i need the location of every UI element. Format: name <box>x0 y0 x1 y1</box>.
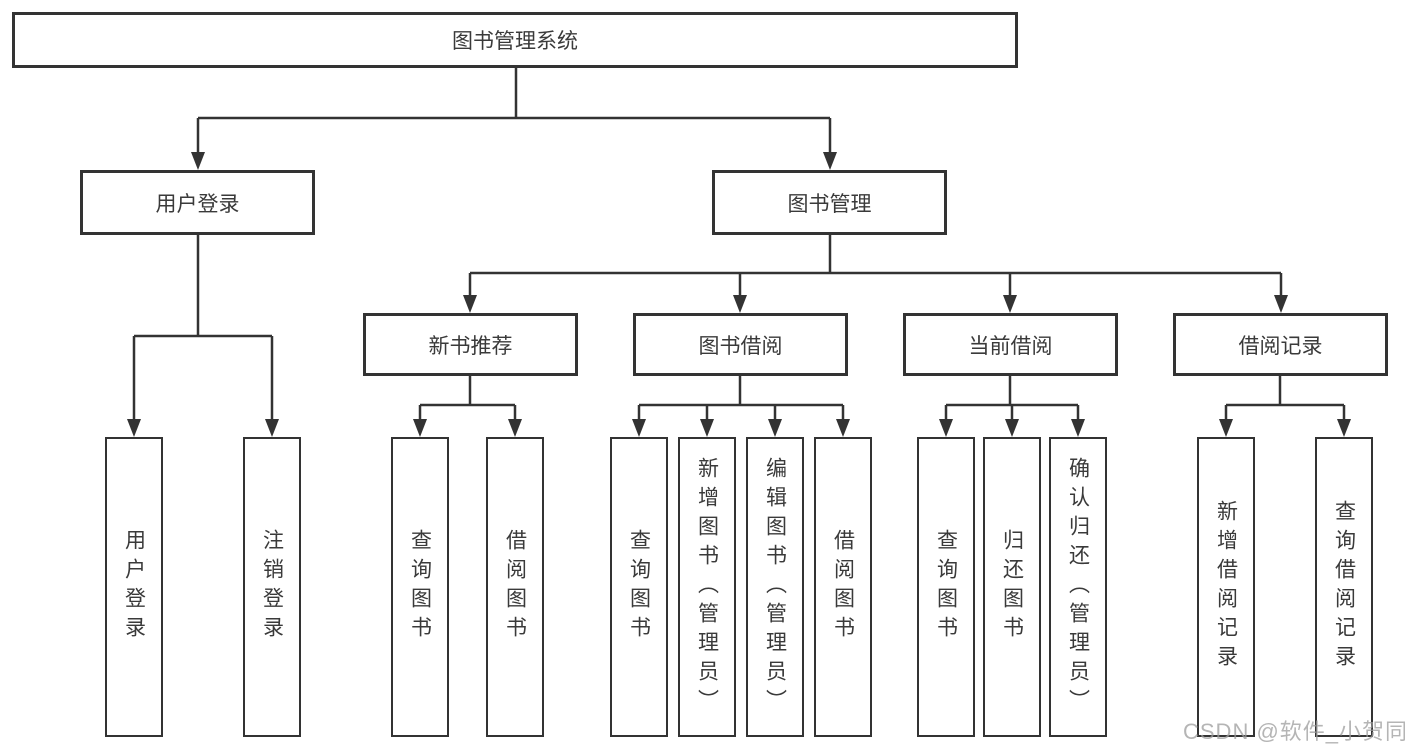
node-root-system: 图书管理系统 <box>12 12 1018 68</box>
leaf-borrow-book-recommend-label: 借阅图书 <box>503 529 527 645</box>
leaf-confirm-return-admin: 确认归还（管理员） <box>1049 437 1107 737</box>
node-borrow-record: 借阅记录 <box>1173 313 1388 376</box>
leaf-query-book-current-label: 查询图书 <box>934 529 958 645</box>
leaf-return-book: 归还图书 <box>983 437 1041 737</box>
node-borrow-record-label: 借阅记录 <box>1238 334 1323 358</box>
leaf-add-book-admin-label: 新增图书（管理员） <box>695 456 719 718</box>
node-user-login-label: 用户登录 <box>155 192 240 216</box>
node-user-login: 用户登录 <box>80 170 315 235</box>
node-book-borrow-label: 图书借阅 <box>698 334 783 358</box>
leaf-query-book-borrow: 查询图书 <box>610 437 668 737</box>
leaf-logout: 注销登录 <box>243 437 301 737</box>
leaf-return-book-label: 归还图书 <box>1000 529 1024 645</box>
leaf-logout-label: 注销登录 <box>260 529 284 645</box>
leaf-query-book-current: 查询图书 <box>917 437 975 737</box>
leaf-add-book-admin: 新增图书（管理员） <box>678 437 736 737</box>
leaf-query-book-recommend-label: 查询图书 <box>408 529 432 645</box>
node-new-book-recommend: 新书推荐 <box>363 313 578 376</box>
leaf-query-book-borrow-label: 查询图书 <box>627 529 651 645</box>
node-book-management: 图书管理 <box>712 170 947 235</box>
node-current-borrow: 当前借阅 <box>903 313 1118 376</box>
leaf-edit-book-admin: 编辑图书（管理员） <box>746 437 804 737</box>
leaf-borrow-book: 借阅图书 <box>814 437 872 737</box>
leaf-borrow-book-recommend: 借阅图书 <box>486 437 544 737</box>
watermark: CSDN @软件_小贺同学 <box>1183 719 1405 744</box>
leaf-add-borrow-record-label: 新增借阅记录 <box>1214 500 1238 674</box>
node-current-borrow-label: 当前借阅 <box>968 334 1053 358</box>
leaf-query-borrow-record: 查询借阅记录 <box>1315 437 1373 737</box>
node-book-borrow: 图书借阅 <box>633 313 848 376</box>
node-new-book-recommend-label: 新书推荐 <box>428 334 513 358</box>
leaf-borrow-book-label: 借阅图书 <box>831 529 855 645</box>
leaf-user-login: 用户登录 <box>105 437 163 737</box>
leaf-add-borrow-record: 新增借阅记录 <box>1197 437 1255 737</box>
leaf-confirm-return-admin-label: 确认归还（管理员） <box>1066 456 1090 718</box>
leaf-query-borrow-record-label: 查询借阅记录 <box>1332 500 1356 674</box>
leaf-edit-book-admin-label: 编辑图书（管理员） <box>763 456 787 718</box>
node-root-label: 图书管理系统 <box>452 30 578 53</box>
leaf-query-book-recommend: 查询图书 <box>391 437 449 737</box>
node-book-management-label: 图书管理 <box>787 192 872 216</box>
leaf-user-login-label: 用户登录 <box>122 529 146 645</box>
